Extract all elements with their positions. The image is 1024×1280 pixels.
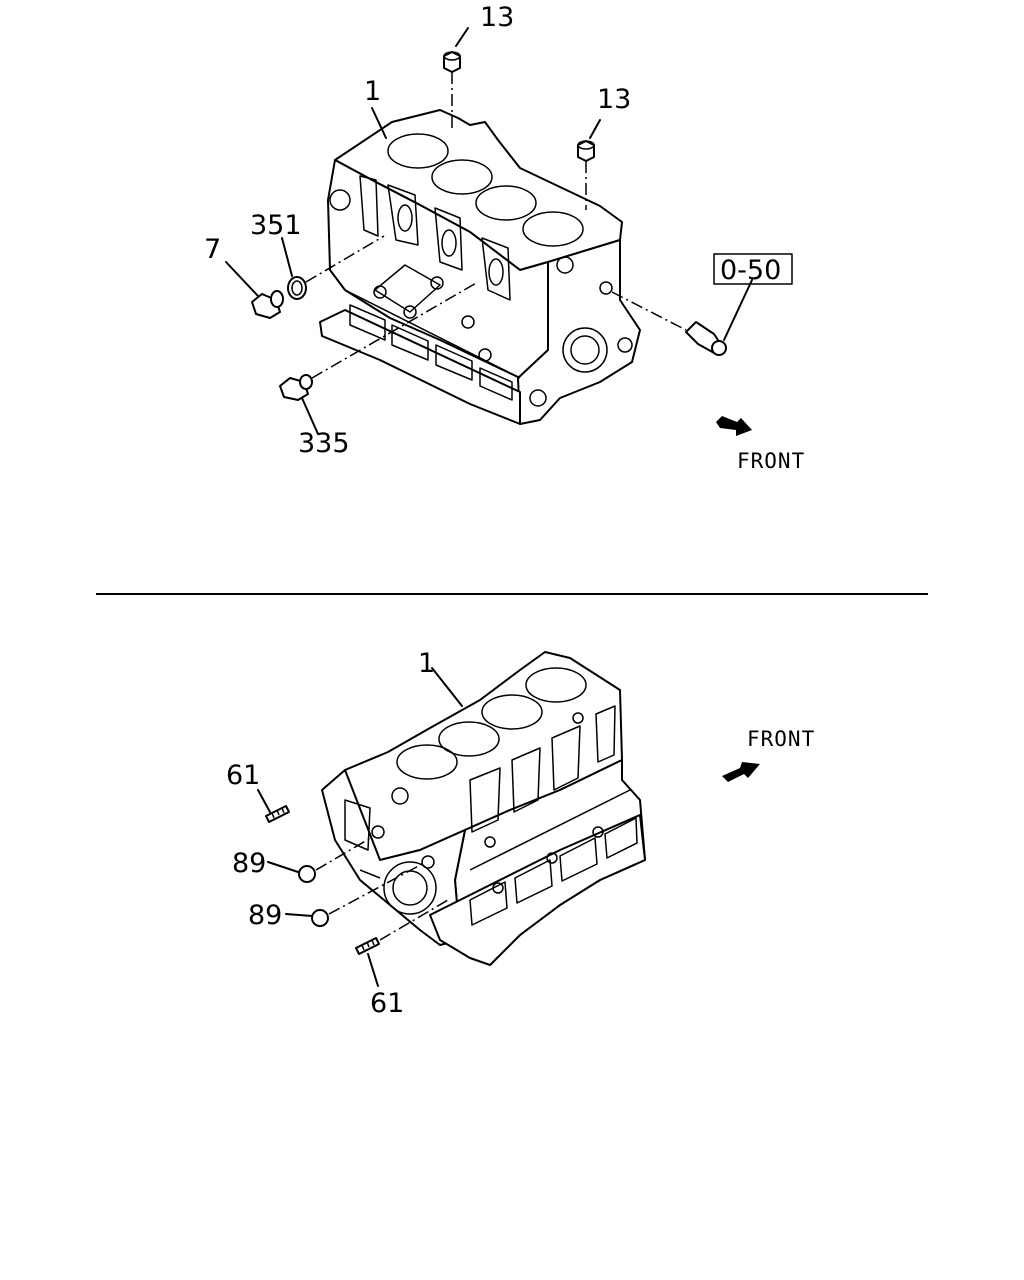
leader-line-13-top [455, 27, 469, 47]
callout-61-lower: 61 [370, 988, 404, 1019]
plug-part-335 [279, 281, 479, 401]
leader-line-0-50 [723, 279, 753, 341]
leader-line-351 [281, 237, 293, 277]
sensor-part-0-50 [611, 291, 727, 356]
front-label-bottom: FRONT [747, 727, 815, 751]
leader-line-61-lower [367, 953, 379, 987]
leader-line-89-lower [285, 913, 313, 917]
drain-plug-part-7 [251, 290, 284, 319]
cylinder-bore [438, 721, 500, 757]
plug-part-13-top [443, 51, 461, 128]
callout-335: 335 [298, 428, 350, 459]
callout-0-50: 0-50 [720, 255, 781, 286]
cylinder-bore [525, 667, 587, 703]
callout-0-50-box [713, 253, 793, 285]
cylinder-bore [396, 744, 458, 780]
front-direction-arrow-icon-bottom [722, 762, 760, 782]
plug-part-13-right [577, 140, 595, 210]
callout-13-top: 13 [480, 2, 514, 33]
cylinder-bore [431, 159, 493, 195]
stud-part-61-upper [265, 805, 290, 823]
leader-line-1-top [371, 107, 387, 139]
cylinder-bore [475, 185, 537, 221]
cylinder-bore [481, 694, 543, 730]
front-direction-arrow-icon-top [716, 416, 752, 436]
seal-ring-part-351 [287, 235, 385, 300]
leader-line-335 [301, 397, 319, 435]
callout-13-right: 13 [597, 84, 631, 115]
cylinder-bore [522, 211, 584, 247]
top-engine-block-figure: 13 13 1 351 7 0-50 335 FRONT [204, 2, 805, 473]
leader-line-7 [225, 261, 259, 297]
leader-line-13-right [589, 119, 601, 139]
leader-line-89-upper [267, 861, 299, 873]
leader-line-1-bottom [431, 667, 463, 707]
bottom-engine-block-figure: 1 61 89 89 61 FRONT [226, 648, 815, 1019]
bottom-engine-block-drawing [321, 651, 646, 966]
callout-61-upper: 61 [226, 760, 260, 791]
top-engine-block-drawing [319, 109, 641, 425]
callout-7: 7 [204, 234, 221, 265]
callout-351: 351 [250, 210, 302, 241]
plug-part-89-upper [298, 835, 375, 883]
plug-part-89-lower [311, 861, 427, 927]
cylinder-bore [387, 133, 449, 169]
front-label-top: FRONT [737, 449, 805, 473]
callout-1-top: 1 [364, 76, 381, 107]
callout-1-bottom: 1 [418, 648, 435, 679]
callout-89-lower: 89 [248, 900, 282, 931]
callout-89-upper: 89 [232, 848, 266, 879]
stud-part-61-lower [355, 899, 449, 955]
leader-line-61-upper [257, 789, 271, 813]
